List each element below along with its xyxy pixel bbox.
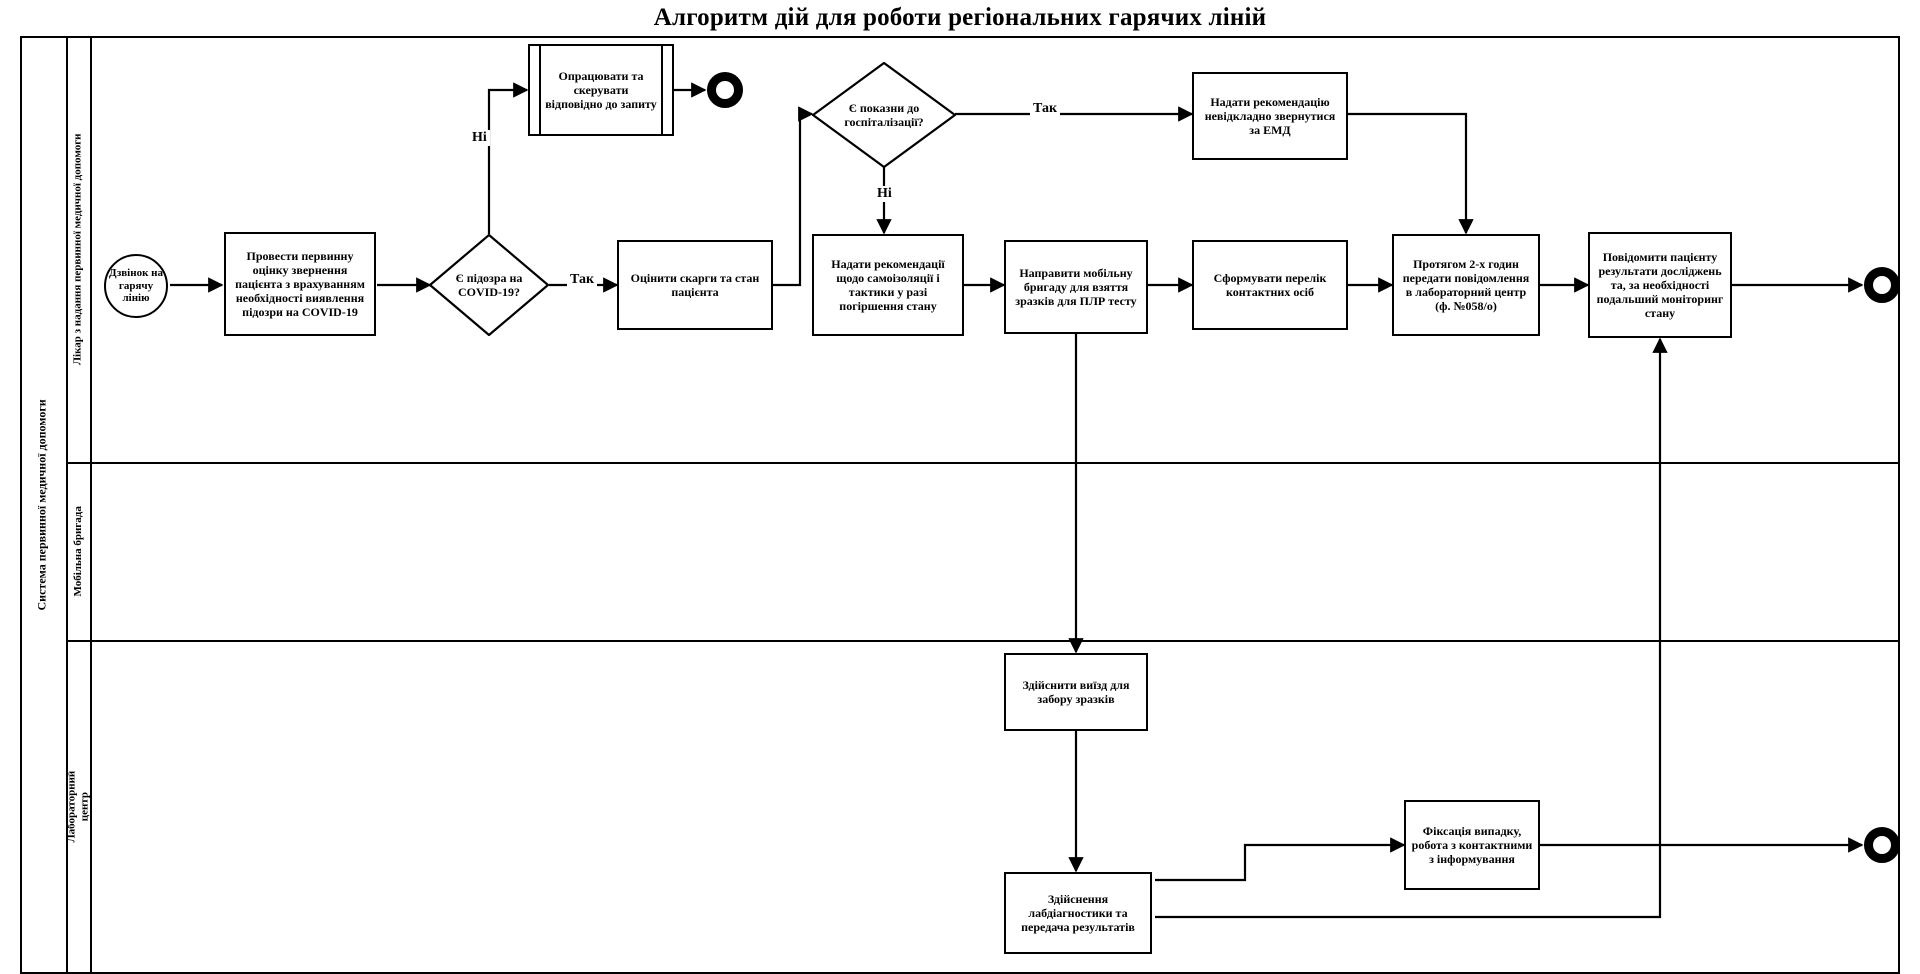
edge-label-hosp-no: Ні xyxy=(874,186,895,202)
notify-patient-label: Повідомити пацієнту результати досліджен… xyxy=(1596,249,1724,321)
primary-assessment[interactable]: Провести первинну оцінку звернення паціє… xyxy=(224,232,376,336)
notify-patient-results[interactable]: Повідомити пацієнту результати досліджен… xyxy=(1588,232,1732,338)
covid-suspicion-decision[interactable]: Є підозра на COVID-19? xyxy=(429,234,549,336)
start-event[interactable]: Дзвінок на гарячу лінію xyxy=(104,254,168,318)
edge-label-covid-no: Ні xyxy=(469,130,490,146)
pool-border xyxy=(20,36,1900,974)
end-event-request[interactable] xyxy=(707,72,743,108)
lane-label-divider xyxy=(90,36,92,974)
lab-diagnostics-label: Здійснення лабдіагностики та передача ре… xyxy=(1021,891,1135,935)
self-isolation-recommendation[interactable]: Надати рекомендації щодо самоізоляції і … xyxy=(812,234,964,336)
pool-label-divider xyxy=(66,36,68,974)
sample-collection-label: Здійснити виїзд для забору зразків xyxy=(1022,677,1130,706)
lane-label-lab-text: Лабораторний центр xyxy=(65,771,90,843)
emd-recommendation-label: Надати рекомендацію невідкладно звернути… xyxy=(1204,94,1336,138)
lane-label-lab: Лабораторний центр xyxy=(65,640,90,974)
lab-diagnostics[interactable]: Здійснення лабдіагностики та передача ре… xyxy=(1004,872,1152,954)
dispatch-mobile-label: Направити мобільну бригаду для взяття зр… xyxy=(1015,265,1137,309)
hospitalization-decision-label: Є показни до госпіталізації? xyxy=(844,100,924,129)
contact-list[interactable]: Сформувати перелік контактних осіб xyxy=(1192,240,1348,330)
hospitalization-decision[interactable]: Є показни до госпіталізації? xyxy=(812,62,956,168)
sample-collection-trip[interactable]: Здійснити виїзд для забору зразків xyxy=(1004,653,1148,731)
lane-label-doctor: Лікар з надання первинної медичної допом… xyxy=(66,36,90,462)
start-event-label: Дзвінок на гарячу лінію xyxy=(108,266,164,305)
notify-lab-label: Протягом 2-х годин передати повідомлення… xyxy=(1402,256,1530,314)
lane-label-mobile-text: Мобільна бригада xyxy=(71,505,84,597)
lane-separator-1 xyxy=(66,462,1900,464)
covid-suspicion-decision-label: Є підозра на COVID-19? xyxy=(455,270,523,299)
page-title: Алгоритм дій для роботи регіональних гар… xyxy=(653,4,1267,31)
pool-label-text: Система первинної медичної допомоги xyxy=(35,399,50,611)
assess-complaints-label: Оцінити скарги та стан пацієнта xyxy=(630,270,760,299)
case-registration-label: Фіксація випадку, робота з контактними з… xyxy=(1411,823,1533,867)
notify-lab-center[interactable]: Протягом 2-х годин передати повідомлення… xyxy=(1392,234,1540,336)
edge-label-hosp-yes: Так xyxy=(1030,101,1061,117)
lane-separator-2 xyxy=(66,640,1900,642)
end-event-patient[interactable] xyxy=(1864,267,1900,303)
dispatch-mobile-team[interactable]: Направити мобільну бригаду для взяття зр… xyxy=(1004,240,1148,334)
process-request-subprocess[interactable]: Опрацювати та скерувати відповідно до за… xyxy=(528,44,674,136)
end-event-lab[interactable] xyxy=(1864,827,1900,863)
lane-label-doctor-text: Лікар з надання первинної медичної допом… xyxy=(71,133,84,365)
assess-complaints[interactable]: Оцінити скарги та стан пацієнта xyxy=(617,240,773,330)
case-registration[interactable]: Фіксація випадку, робота з контактними з… xyxy=(1404,800,1540,890)
pool-label: Система первинної медичної допомоги xyxy=(20,36,66,974)
process-request-label: Опрацювати та скерувати відповідно до за… xyxy=(545,68,657,112)
lane-label-mobile: Мобільна бригада xyxy=(66,462,90,640)
contact-list-label: Сформувати перелік контактних осіб xyxy=(1213,270,1327,299)
emd-recommendation[interactable]: Надати рекомендацію невідкладно звернути… xyxy=(1192,72,1348,160)
edge-label-covid-yes: Так xyxy=(567,272,598,288)
self-isolation-label: Надати рекомендації щодо самоізоляції і … xyxy=(831,256,945,314)
primary-assessment-label: Провести первинну оцінку звернення паціє… xyxy=(235,248,365,320)
